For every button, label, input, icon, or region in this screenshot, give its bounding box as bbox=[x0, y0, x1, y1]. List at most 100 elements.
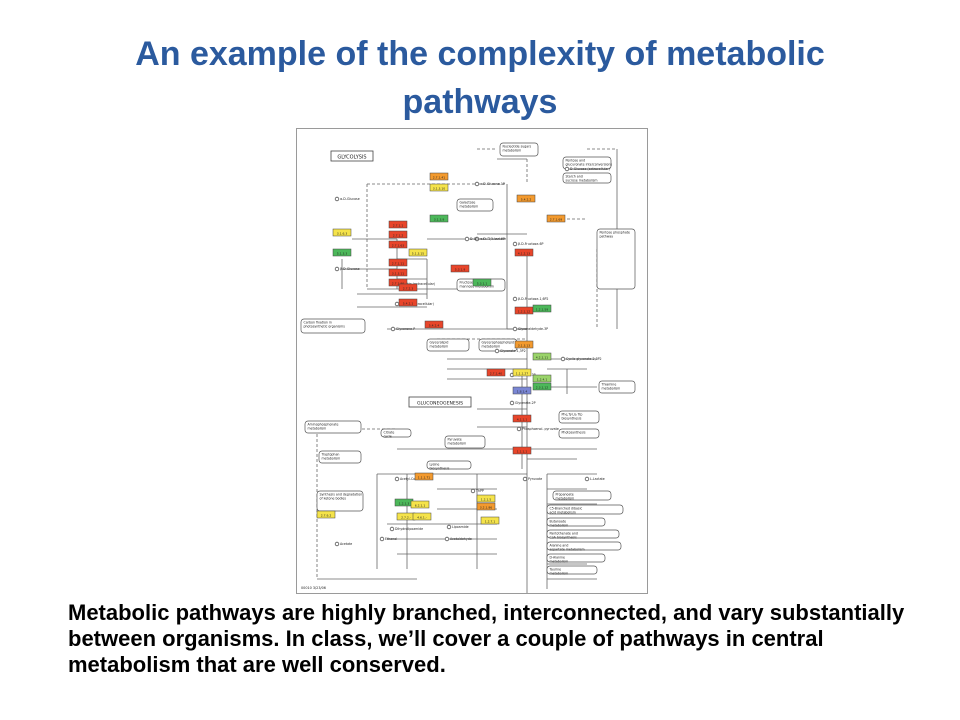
enzyme-box bbox=[424, 320, 444, 329]
enzyme-box bbox=[476, 494, 496, 503]
pathway-box bbox=[552, 490, 612, 501]
gluconeogenesis-header: GLUCONEOGENESIS bbox=[417, 401, 463, 407]
enzyme-box bbox=[398, 283, 418, 292]
enzyme-box bbox=[414, 472, 434, 481]
pathway-box-label: biosynthesis bbox=[562, 417, 582, 421]
pathway-box-label: aspartate metabolism bbox=[550, 548, 585, 552]
enzyme-label: 2.7.2.- bbox=[401, 515, 411, 519]
enzyme-box bbox=[332, 228, 352, 237]
glycolysis-header-box bbox=[330, 150, 374, 162]
compound-node bbox=[474, 236, 480, 242]
pathway-box-label: Carbon fixation in bbox=[304, 321, 332, 325]
enzyme-box bbox=[532, 382, 552, 391]
compound-node bbox=[512, 241, 518, 247]
pathway-box bbox=[546, 504, 624, 515]
compound-label: α-D-Glucose-6P bbox=[480, 237, 505, 241]
compound-label: α-D-Glucose bbox=[340, 197, 360, 201]
compound-node bbox=[334, 541, 340, 547]
compound-node bbox=[522, 476, 528, 482]
compound-node bbox=[494, 348, 500, 354]
enzyme-box bbox=[388, 268, 408, 277]
compound-label: D-Glucono-1,5-lactone bbox=[470, 237, 506, 241]
pathway-box bbox=[318, 450, 362, 464]
pathway-box-label: pathway bbox=[600, 235, 614, 239]
enzyme-label: 3.1.3.13 bbox=[518, 343, 530, 347]
compound-label: Cyclic glycerate-2,3P2 bbox=[566, 357, 602, 361]
enzyme-label: 1.1.1.27 bbox=[516, 371, 528, 375]
map-footer-code: 00010 3/23/06 bbox=[301, 586, 326, 590]
enzyme-box bbox=[532, 374, 552, 383]
pathway-box-label: CoA biosynthesis bbox=[550, 536, 578, 540]
enzyme-box bbox=[480, 516, 500, 525]
pathway-box-label: Citrate bbox=[384, 431, 395, 435]
enzyme-box bbox=[408, 248, 428, 257]
pathway-box-label: metabolism bbox=[482, 345, 501, 349]
slide-title: An example of the complexity of metaboli… bbox=[135, 35, 825, 121]
pathway-box bbox=[456, 198, 494, 212]
enzyme-box bbox=[388, 220, 408, 229]
enzyme-label: 2.7.1.1 bbox=[393, 223, 404, 227]
pathway-box-label: C5-Branched dibasic bbox=[550, 507, 583, 511]
enzyme-label: 1.2.1.59 bbox=[536, 307, 548, 311]
compound-label: Glycerate-1,3P2 bbox=[500, 349, 526, 353]
pathway-box-label: metabolism bbox=[322, 457, 341, 461]
enzyme-label: 4.6.1.- bbox=[417, 515, 427, 519]
enzyme-box bbox=[514, 340, 534, 349]
enzyme-box bbox=[512, 386, 532, 395]
pathway-box bbox=[598, 380, 636, 394]
compound-label: Glycerate-2P bbox=[515, 401, 536, 405]
pathway-box bbox=[546, 541, 622, 551]
compound-label: D-Glucose (extracellular) bbox=[570, 167, 610, 171]
enzyme-label: 4.1.1.1 bbox=[517, 417, 528, 421]
enzyme-label: 5.4.2.4 bbox=[429, 323, 440, 327]
pathway-box-label: metabolism bbox=[430, 345, 449, 349]
pathway-box bbox=[426, 460, 472, 470]
enzyme-label: 3.1.6.3 bbox=[337, 231, 348, 235]
compound-node bbox=[390, 326, 396, 332]
pathway-box-label: sucrose metabolism bbox=[566, 179, 598, 183]
compound-node bbox=[564, 166, 570, 172]
enzyme-label: 5.1.3.3 bbox=[337, 251, 348, 255]
compound-label: L-Lactate bbox=[590, 477, 605, 481]
pathway-box-label: Pentose phosphate bbox=[600, 231, 631, 235]
compound-node bbox=[512, 326, 518, 332]
pathway-box-label: Fructose and bbox=[460, 281, 481, 285]
enzyme-label: 5.3.1.1 bbox=[477, 281, 488, 285]
pathway-box bbox=[546, 553, 606, 563]
compound-label: Phosphoenol- pyruvate bbox=[522, 427, 559, 431]
enzyme-box bbox=[410, 500, 430, 509]
pathway-box-label: Alanine and bbox=[550, 544, 569, 548]
pathway-box bbox=[562, 156, 612, 170]
enzyme-box bbox=[388, 230, 408, 239]
enzyme-label: 3.1.3.11 bbox=[392, 271, 404, 275]
pathway-box-label: Phe,Tyr,& Trp bbox=[562, 413, 583, 417]
enzyme-label: 2.7.9.2 bbox=[321, 513, 332, 517]
enzyme-label: 1.2.7.1 bbox=[485, 519, 496, 523]
pathway-box-label: metabolism bbox=[550, 560, 569, 564]
pathway-box-label: mannose metabolism bbox=[460, 285, 494, 289]
compound-label: Dihydrolipoamide bbox=[395, 527, 423, 531]
pathway-box-label: photosynthetic organisms bbox=[304, 325, 346, 329]
enzyme-box bbox=[486, 368, 506, 377]
enzyme-box bbox=[398, 298, 418, 307]
enzyme-box bbox=[412, 512, 432, 521]
enzyme-box bbox=[429, 183, 449, 192]
pathway-box-label: metabolism bbox=[460, 205, 479, 209]
compound-node bbox=[389, 526, 395, 532]
enzyme-label: 2.7.1.69 bbox=[550, 217, 562, 221]
enzyme-label: 1.2.1.3 bbox=[399, 501, 410, 505]
enzyme-box bbox=[388, 240, 408, 249]
compound-node bbox=[584, 476, 590, 482]
pathway-box-label: Galactose bbox=[460, 201, 476, 205]
pathway-box-label: Tryptophan bbox=[321, 453, 340, 457]
pathway-box-label: glucuronate interconversions bbox=[566, 163, 613, 167]
enzyme-box bbox=[512, 446, 532, 455]
enzyme-label: 5.4.2.1 bbox=[403, 301, 414, 305]
compound-node bbox=[334, 196, 340, 202]
pathway-box-label: Propanoate bbox=[556, 493, 574, 497]
enzyme-label: 1.2.1.12 bbox=[518, 309, 530, 313]
pathway-box bbox=[444, 435, 486, 449]
enzyme-box bbox=[388, 278, 408, 287]
compound-node bbox=[509, 400, 515, 406]
enzyme-box bbox=[514, 248, 534, 257]
